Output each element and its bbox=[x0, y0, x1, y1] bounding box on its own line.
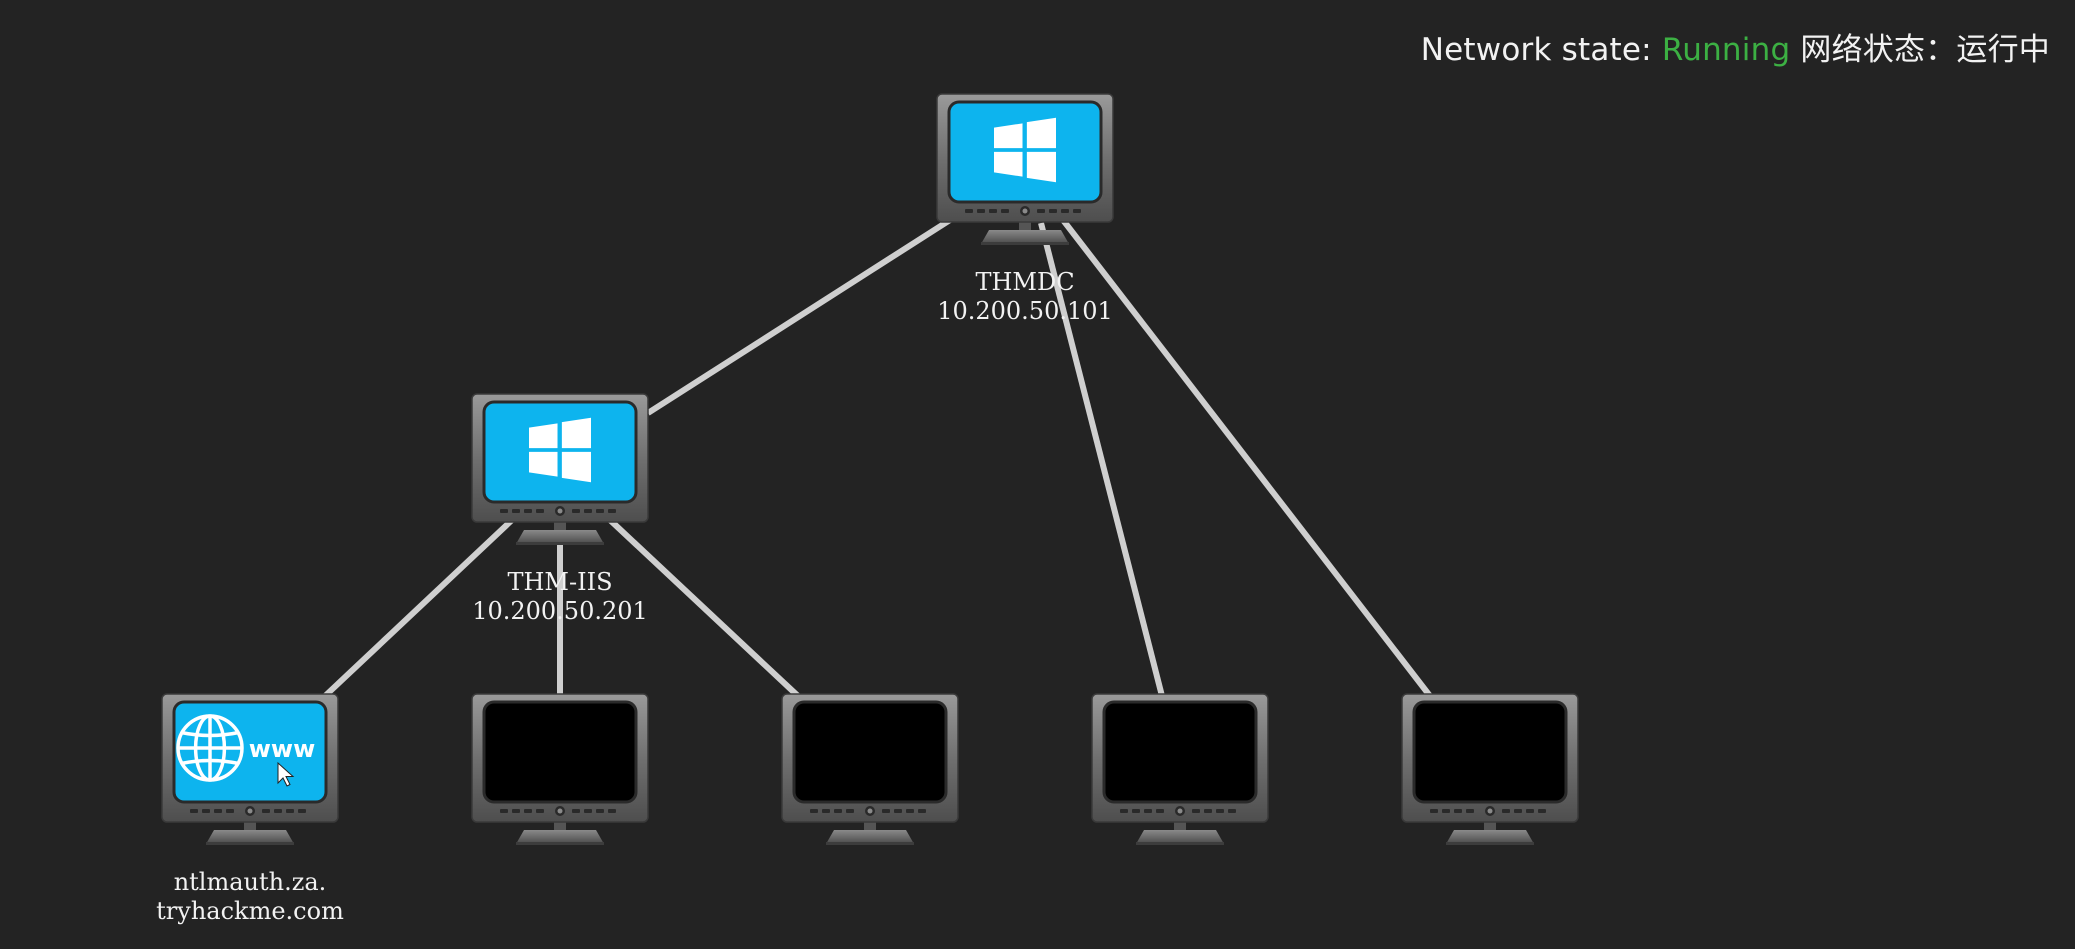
monitor-icon bbox=[471, 393, 649, 545]
node-host-5[interactable] bbox=[781, 693, 959, 845]
node-name: THMDC bbox=[975, 268, 1075, 296]
node-ip: 10.200.50.101 bbox=[937, 297, 1113, 325]
node-label-ntlmauth: ntlmauth.za. tryhackme.com bbox=[90, 868, 410, 926]
monitor-icon bbox=[936, 93, 1114, 245]
node-ip: tryhackme.com bbox=[156, 897, 344, 925]
node-name: ntlmauth.za. bbox=[173, 868, 327, 896]
node-name: THM-IIS bbox=[507, 568, 613, 596]
node-thm-iis[interactable] bbox=[471, 393, 649, 545]
network-state-label: Network state: bbox=[1420, 32, 1652, 68]
windows-logo-icon bbox=[529, 417, 591, 483]
monitor-icon bbox=[1091, 693, 1269, 845]
windows-logo-icon bbox=[994, 117, 1056, 183]
network-state: Network state: Running 网络状态：运行中 bbox=[1421, 24, 2050, 69]
node-host-6[interactable] bbox=[1091, 693, 1269, 845]
monitor-screen bbox=[1412, 700, 1568, 804]
link-thmdc-thm-iis bbox=[646, 217, 952, 416]
node-ip: 10.200.50.201 bbox=[472, 597, 648, 625]
node-label-thmdc: THMDC 10.200.50.101 bbox=[865, 268, 1185, 326]
cursor-icon bbox=[277, 761, 295, 787]
node-thmdc[interactable] bbox=[936, 93, 1114, 245]
monitor-screen bbox=[1102, 700, 1258, 804]
node-host-7[interactable] bbox=[1401, 693, 1579, 845]
node-ntlmauth[interactable]: www bbox=[161, 693, 339, 845]
globe-icon bbox=[176, 714, 244, 782]
link-thmdc-host-7 bbox=[1060, 218, 1433, 698]
network-state-chinese: 网络状态：运行中 bbox=[1800, 32, 2050, 68]
link-thm-iis-host-5 bbox=[607, 517, 801, 699]
link-thmdc-host-6 bbox=[1038, 222, 1165, 697]
nodes-layer: www bbox=[161, 93, 1579, 845]
node-host-4[interactable] bbox=[471, 693, 649, 845]
monitor-screen bbox=[482, 700, 638, 804]
monitor-icon bbox=[781, 693, 959, 845]
monitor-screen bbox=[947, 100, 1103, 204]
network-state-value: Running bbox=[1661, 32, 1791, 68]
monitor-screen bbox=[482, 400, 638, 504]
www-text: www bbox=[249, 735, 316, 763]
monitor-screen bbox=[792, 700, 948, 804]
links-layer bbox=[322, 217, 1433, 699]
monitor-icon bbox=[1401, 693, 1579, 845]
node-label-thm-iis: THM-IIS 10.200.50.201 bbox=[400, 568, 720, 626]
monitor-icon bbox=[471, 693, 649, 845]
link-thm-iis-ntlmauth bbox=[322, 517, 515, 699]
